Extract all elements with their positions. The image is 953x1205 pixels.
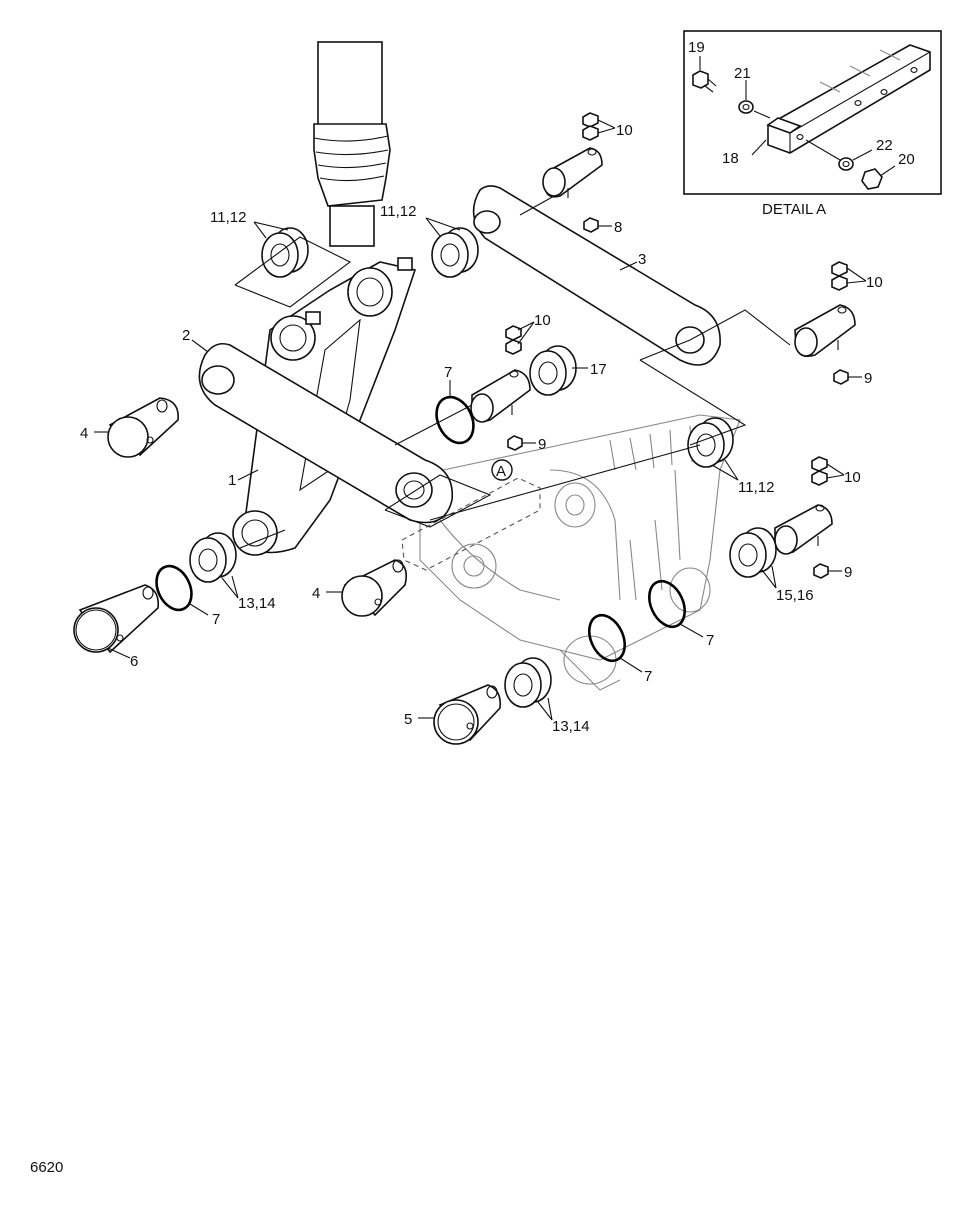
detail-a-callout: A: [496, 463, 506, 480]
label-11-12-right: 11,12: [738, 479, 774, 496]
label-7-bottom: 7: [644, 668, 652, 685]
label-10-top: 10: [616, 122, 633, 139]
pin-part-5: [433, 684, 502, 745]
detail-a-inset: 19 21 18 22 20 DETAIL A: [683, 30, 942, 218]
label-15-16: 15,16: [776, 587, 814, 604]
label-13-14-bottom: 13,14: [552, 718, 590, 735]
bolt-10-center: [505, 325, 522, 355]
label-3: 3: [638, 251, 646, 268]
o-ring-7-bottom: [588, 613, 626, 663]
bushing-11-12-right: [687, 417, 734, 468]
label-9-center: 9: [538, 436, 546, 453]
label-17: 17: [590, 361, 607, 378]
label-7-left: 7: [212, 611, 220, 628]
leader-lines: [94, 119, 867, 721]
link-part-3: [472, 185, 721, 366]
bolt-10-top: [582, 112, 599, 141]
label-20: 20: [898, 151, 915, 168]
bolt-10-right: [831, 261, 848, 291]
label-8: 8: [614, 219, 622, 236]
detail-a-outline: A: [401, 459, 541, 571]
detail-a-title: DETAIL A: [762, 201, 826, 218]
detail-bolt-icon: [692, 70, 717, 93]
nut-9-lower: [813, 563, 829, 579]
label-9-lower: 9: [844, 564, 852, 581]
cylinder-rod: [313, 41, 391, 247]
o-ring-7-left: [155, 564, 193, 612]
nut-8: [583, 217, 599, 233]
pin-right-upper: [794, 304, 856, 358]
part-number-labels: 11,12 11,12 11,12 10 10 10 10 8 3 9 9 9 …: [80, 122, 883, 735]
detail-nut-icon: [861, 168, 883, 190]
assembly-guide-lines: [234, 189, 791, 549]
pin-center: [470, 369, 531, 423]
label-5: 5: [404, 711, 412, 728]
nut-9-right: [833, 369, 849, 385]
label-2: 2: [182, 327, 190, 344]
o-ring-7-center: [435, 395, 475, 445]
link-part-2: [198, 342, 454, 524]
label-22: 22: [876, 137, 893, 154]
label-1: 1: [228, 472, 236, 489]
label-9-right: 9: [864, 370, 872, 387]
pin-part-4-left: [107, 397, 179, 458]
label-6: 6: [130, 653, 138, 670]
pin-top-right: [542, 147, 603, 198]
label-4-left: 4: [80, 425, 88, 442]
o-ring-7-right: [648, 579, 686, 629]
label-11-12-left: 11,12: [210, 209, 246, 226]
label-18: 18: [722, 150, 739, 167]
bushing-15-16: [729, 527, 777, 578]
label-4-middle: 4: [312, 585, 320, 602]
label-10-lower-right: 10: [844, 469, 861, 486]
pin-right-lower: [774, 504, 833, 555]
bushing-13-14-left: [189, 532, 237, 583]
label-11-12-top: 11,12: [380, 203, 416, 220]
bushing-11-12-left: [261, 227, 309, 278]
label-10-center: 10: [534, 312, 551, 329]
label-21: 21: [734, 65, 751, 82]
detail-bar-part: [766, 44, 931, 154]
label-7-right: 7: [706, 632, 714, 649]
bushing-part-17: [529, 345, 577, 396]
detail-washer-icon: [738, 100, 754, 114]
bushing-13-14-bottom: [504, 657, 552, 708]
bolt-10-lower-right: [811, 456, 828, 486]
label-19: 19: [688, 39, 705, 56]
pin-part-4-middle: [341, 559, 408, 617]
detail-washer-icon-2: [838, 157, 854, 171]
pin-part-6: [73, 584, 160, 654]
nut-9-center: [507, 435, 523, 451]
drawing-number: 6620: [30, 1159, 63, 1176]
label-7-center: 7: [444, 364, 452, 381]
label-10-right: 10: [866, 274, 883, 291]
label-13-14-left: 13,14: [238, 595, 276, 612]
bushing-11-12-top: [431, 227, 479, 278]
